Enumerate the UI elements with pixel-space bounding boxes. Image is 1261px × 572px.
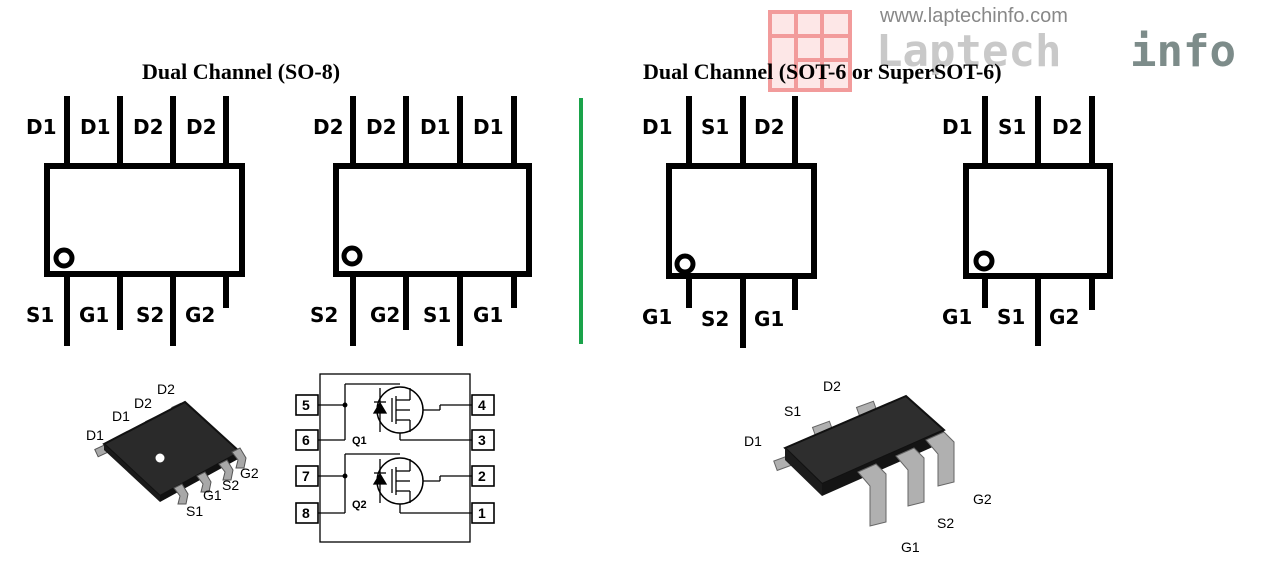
- photo-pin-label: S2: [937, 515, 954, 531]
- pin1-dot-icon: [973, 250, 995, 272]
- watermark: www.laptechinfo.com Laptech info: [768, 5, 1236, 92]
- pin-label: S1: [998, 115, 1026, 139]
- so8-internal-schematic: [295, 373, 495, 543]
- pin-number: 7: [302, 468, 310, 484]
- photo-pin-label: G2: [973, 491, 992, 507]
- pin-number: 5: [302, 397, 310, 413]
- pin-label: G1: [473, 303, 503, 327]
- pin-label: D2: [186, 115, 217, 139]
- pin-label: G2: [370, 303, 400, 327]
- pin1-dot-icon: [155, 453, 165, 463]
- pin-label: D2: [366, 115, 397, 139]
- photo-pin-label: D2: [134, 395, 152, 411]
- watermark-info: info: [1130, 26, 1236, 77]
- pin-label: S1: [997, 305, 1025, 329]
- pin-label: G1: [79, 303, 109, 327]
- photo-pin-label: D1: [744, 433, 762, 449]
- pin-number: 8: [302, 505, 310, 521]
- pin-label: S2: [701, 307, 729, 331]
- pin-label: D2: [754, 115, 785, 139]
- pin-label: D1: [473, 115, 504, 139]
- transistor-label: Q2: [352, 499, 367, 511]
- pin-label: G1: [642, 305, 672, 329]
- pin-label: D2: [133, 115, 164, 139]
- watermark-logo-icon: [768, 10, 852, 92]
- pin1-dot-icon: [674, 253, 696, 275]
- photo-pin-label: G2: [240, 465, 259, 481]
- so8-photo: D1 D1 D2 D2 S1 G1 S2 G2: [86, 381, 259, 519]
- sot6-package-a: [666, 96, 817, 348]
- photo-pin-label: D2: [823, 378, 841, 394]
- pin-label: D2: [313, 115, 344, 139]
- pin-label: S1: [26, 303, 54, 327]
- watermark-url: www.laptechinfo.com: [879, 5, 1068, 27]
- photo-pin-label: D1: [86, 427, 104, 443]
- pin-label: G2: [185, 303, 215, 327]
- pin-number: 4: [478, 397, 486, 413]
- chip-body: [44, 163, 245, 277]
- transistor-label: Q1: [352, 435, 367, 447]
- pin-label: D1: [80, 115, 111, 139]
- pin-label: S2: [136, 303, 164, 327]
- photo-pin-label: D1: [112, 408, 130, 424]
- sot6-title: Dual Channel (SOT-6 or SuperSOT-6): [643, 59, 1002, 84]
- pin-number: 2: [478, 468, 486, 484]
- pin-label: S2: [310, 303, 338, 327]
- pin-label: D1: [642, 115, 673, 139]
- pin-label: G2: [1049, 305, 1079, 329]
- photo-pin-label: G1: [901, 539, 920, 555]
- chip-body: [333, 163, 532, 277]
- pin-number: 3: [478, 432, 486, 448]
- sot6-package-b: [963, 96, 1113, 346]
- schematic-outline: [319, 373, 471, 543]
- sot6-photo: D1 S1 D2 G1 S2 G2: [744, 378, 992, 555]
- pin1-dot-icon: [53, 247, 75, 269]
- so8-title: Dual Channel (SO-8): [142, 59, 340, 84]
- pin-label: D1: [26, 115, 57, 139]
- photo-pin-label: G1: [203, 487, 222, 503]
- pin-number: 6: [302, 432, 310, 448]
- pin1-dot-icon: [341, 245, 363, 267]
- so8-package-b: [333, 96, 532, 346]
- pin-label: D1: [420, 115, 451, 139]
- pin-label: G1: [942, 305, 972, 329]
- photo-pin-label: S1: [186, 503, 203, 519]
- photo-pin-label: S2: [222, 477, 239, 493]
- watermark-name: Laptech: [876, 26, 1061, 77]
- pin-label: S1: [423, 303, 451, 327]
- so8-package-a: [44, 96, 245, 346]
- pin-label: D2: [1052, 115, 1083, 139]
- pin-label: S1: [701, 115, 729, 139]
- pin-number: 1: [478, 505, 486, 521]
- photo-pin-label: D2: [157, 381, 175, 397]
- pin-label: D1: [942, 115, 973, 139]
- pin-label: G1: [754, 307, 784, 331]
- photo-pin-label: S1: [784, 403, 801, 419]
